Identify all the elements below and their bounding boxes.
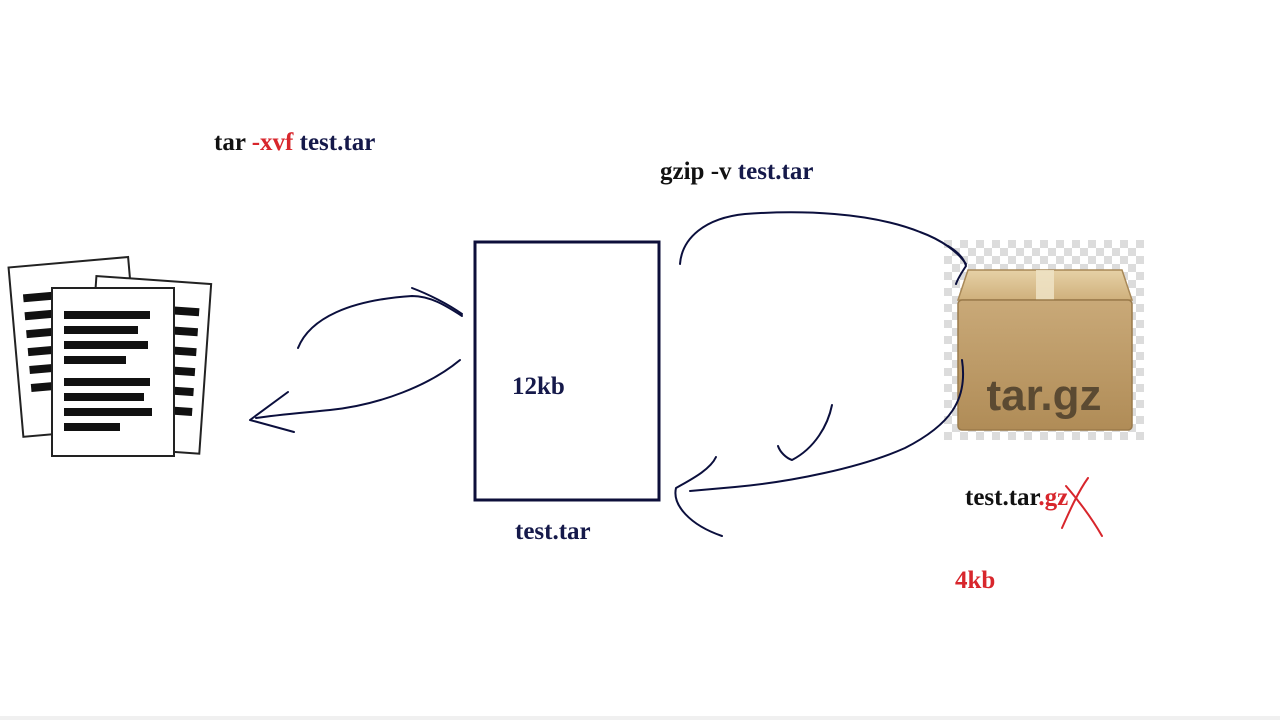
archive-size: 12kb: [512, 373, 565, 400]
bottom-divider: [0, 716, 1280, 720]
arrow-head-left: [249, 391, 295, 433]
compressed-size: 4kb: [955, 567, 996, 594]
extract-command: tar -xvf test.tar: [214, 129, 375, 157]
compressed-filename: test.tar.gz: [965, 484, 1068, 512]
tar-archive-box: [473, 240, 661, 502]
extract-file: test.tar: [299, 129, 376, 156]
gzip-flags: -v: [710, 158, 732, 185]
arrow-return: [689, 359, 964, 492]
extract-tool: tar: [214, 129, 246, 156]
gzip-file: test.tar: [737, 158, 814, 185]
arrow-gzip: [679, 211, 967, 265]
tar-gz-box-icon: tar.gz: [944, 240, 1144, 440]
arrow-box-to-documents-upper: [297, 295, 463, 349]
package-label: tar.gz: [987, 371, 1102, 420]
cross-out-mark: [1061, 477, 1103, 537]
archive-filename: test.tar: [515, 518, 591, 545]
documents-stack-icon: [7, 255, 213, 457]
arrow-head-gzip: [947, 245, 967, 285]
extract-flags: -xvf: [251, 129, 294, 156]
arrow-head-upper: [411, 287, 463, 315]
gzip-tool: gzip: [660, 158, 705, 185]
arrow-box-to-documents-lower: [255, 359, 461, 419]
arrow-head-return: [674, 456, 723, 537]
gzip-command: gzip -v test.tar: [660, 158, 813, 186]
compressed-filename-base: test.tar: [965, 484, 1039, 511]
return-scribble: [777, 404, 833, 461]
compressed-filename-ext: .gz: [1038, 484, 1069, 511]
